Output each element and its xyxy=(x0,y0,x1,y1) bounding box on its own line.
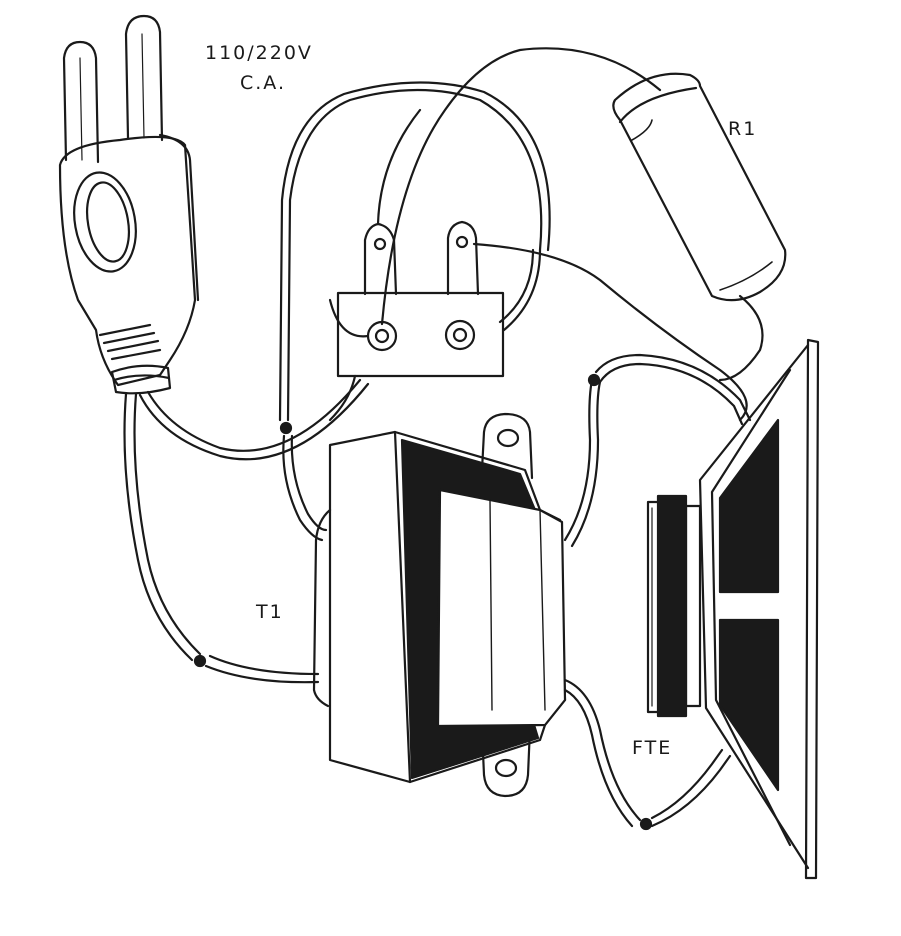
wire-joint-3 xyxy=(589,375,599,385)
terminal-lug-right xyxy=(448,222,478,294)
power-cord xyxy=(125,380,369,682)
transformer-t1 xyxy=(314,414,565,796)
speaker-frame xyxy=(700,345,808,868)
transformer-tab-top xyxy=(482,414,532,478)
speaker-fte xyxy=(648,340,818,878)
plug-face-inner xyxy=(81,179,134,265)
resistor-body xyxy=(613,74,785,300)
wire-joint-4 xyxy=(641,819,651,829)
wire-loop-left xyxy=(280,48,660,540)
speaker-cone-lower xyxy=(720,620,778,790)
transformer-label: T1 xyxy=(256,601,284,623)
speaker-rim xyxy=(806,340,818,878)
ac-plug xyxy=(60,16,198,393)
terminal-screw-right xyxy=(446,321,474,349)
transformer-front-face xyxy=(330,432,410,782)
resistor-r1 xyxy=(474,74,785,420)
current-type-label: C.A. xyxy=(240,72,287,94)
terminal-screw-left xyxy=(368,322,396,350)
terminal-strip-body xyxy=(338,293,503,376)
speaker-wires xyxy=(565,355,750,829)
transformer-tab-bottom xyxy=(482,728,530,796)
plug-prong-right xyxy=(126,16,162,140)
cord-joint-1 xyxy=(195,656,205,666)
resistor-label: R1 xyxy=(728,118,758,140)
plug-face-outer xyxy=(67,168,143,277)
wire-joint-2 xyxy=(281,423,291,433)
speaker-label: FTE xyxy=(632,737,673,759)
plug-body xyxy=(60,137,195,385)
voltage-label: 110/220V xyxy=(205,42,313,64)
plug-prong-left xyxy=(64,42,98,162)
terminal-strip xyxy=(338,222,503,376)
speaker-cone-upper xyxy=(720,420,778,592)
